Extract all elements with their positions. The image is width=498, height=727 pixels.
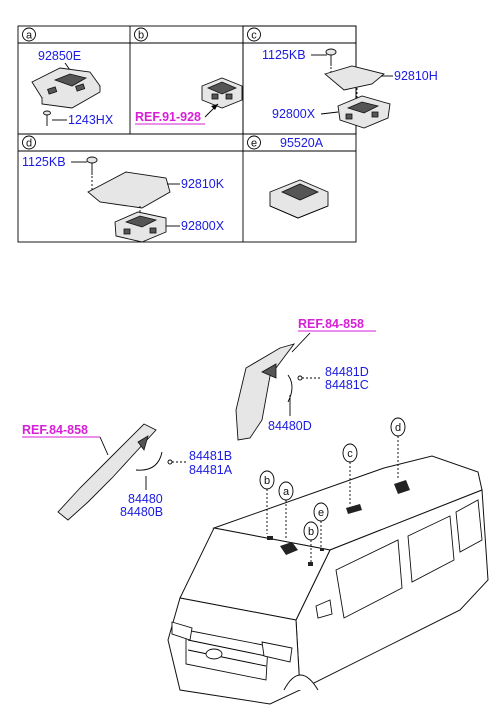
svg-text:b: b [308,526,314,538]
cell-e-header: e 95520A [247,135,324,150]
lamp-housing-drawing-d [114,211,167,243]
cell-a-letter: a [26,30,33,42]
svg-text:c: c [347,448,353,460]
upper-handle-part-2: 84481C [325,378,369,392]
lower-handle-part-3: 84480 [128,492,163,506]
pillar-trim-upper [235,343,296,441]
cell-a-header: a [22,27,36,42]
mounting-plate-drawing [87,171,171,209]
upper-pillar-reference: REF.84-858 [298,317,364,331]
assist-handle-lower [135,451,173,471]
lower-handle-part-2: 84481A [189,463,233,477]
parts-grid [17,25,357,243]
bolt-drawing [325,48,337,66]
cell-d-part-3: 92800X [181,219,225,233]
pillar-trim-lower [57,423,157,521]
lower-pillar-reference: REF.84-858 [22,423,88,437]
cell-e-part-label: 95520A [280,136,324,150]
cell-e-letter: e [251,138,257,150]
cell-b-letter: b [138,30,144,42]
cell-c-content: 1125KB 92810H 92800X [262,48,438,129]
cell-a-content: 92850E 1243HX [31,49,114,127]
svg-text:d: d [395,422,401,434]
cell-a-part-2: 1243HX [68,113,114,127]
cell-b-reference: REF.91-928 [135,110,201,124]
cell-c-header: c [247,27,261,42]
van-illustration [167,455,489,705]
cell-b-content: REF.91-928 [135,77,243,125]
screw-drawing [43,110,51,126]
callout-e: e [313,502,329,548]
cell-b-header: b [134,27,148,42]
upper-pillar-group: REF.84-858 84481D 84481C 84480D [235,317,376,441]
cell-c-part-3: 92800X [272,107,316,121]
cell-c-part-1: 1125KB [262,48,306,62]
lamp-housing-drawing [337,95,391,129]
callout-a: a [278,481,294,540]
callout-b-2: b [303,521,319,562]
connector-drawing [201,77,243,109]
cell-d-header: d [22,135,36,150]
map-lamp-drawing [31,67,101,109]
lower-handle-part-1: 84481B [189,449,232,463]
callout-b-1: b [259,470,275,534]
cell-d-letter: d [26,138,32,150]
bolt-drawing-d [86,156,98,175]
upper-handle-part-1: 84481D [325,365,369,379]
cell-d-part-2: 92810K [181,177,225,191]
svg-text:a: a [283,486,290,498]
cell-d-content: 1125KB 92810K 92800X [22,155,225,243]
callout-c: c [342,443,358,504]
upper-handle-part-3: 84480D [268,419,312,433]
sensor-drawing [269,179,329,219]
cell-d-part-1: 1125KB [22,155,66,169]
lower-pillar-group: REF.84-858 84481B 84481A 84480 84480B [22,423,233,521]
cell-e-content [269,179,329,219]
bracket-drawing [324,65,385,91]
cell-c-part-2: 92810H [394,69,438,83]
van-callouts: a b c d e b [259,417,406,562]
cell-a-part-1: 92850E [38,49,81,63]
callout-d: d [390,417,406,480]
svg-text:b: b [264,475,270,487]
svg-text:e: e [318,507,324,519]
cell-c-letter: c [251,30,257,42]
lower-handle-part-4: 84480B [120,505,163,519]
